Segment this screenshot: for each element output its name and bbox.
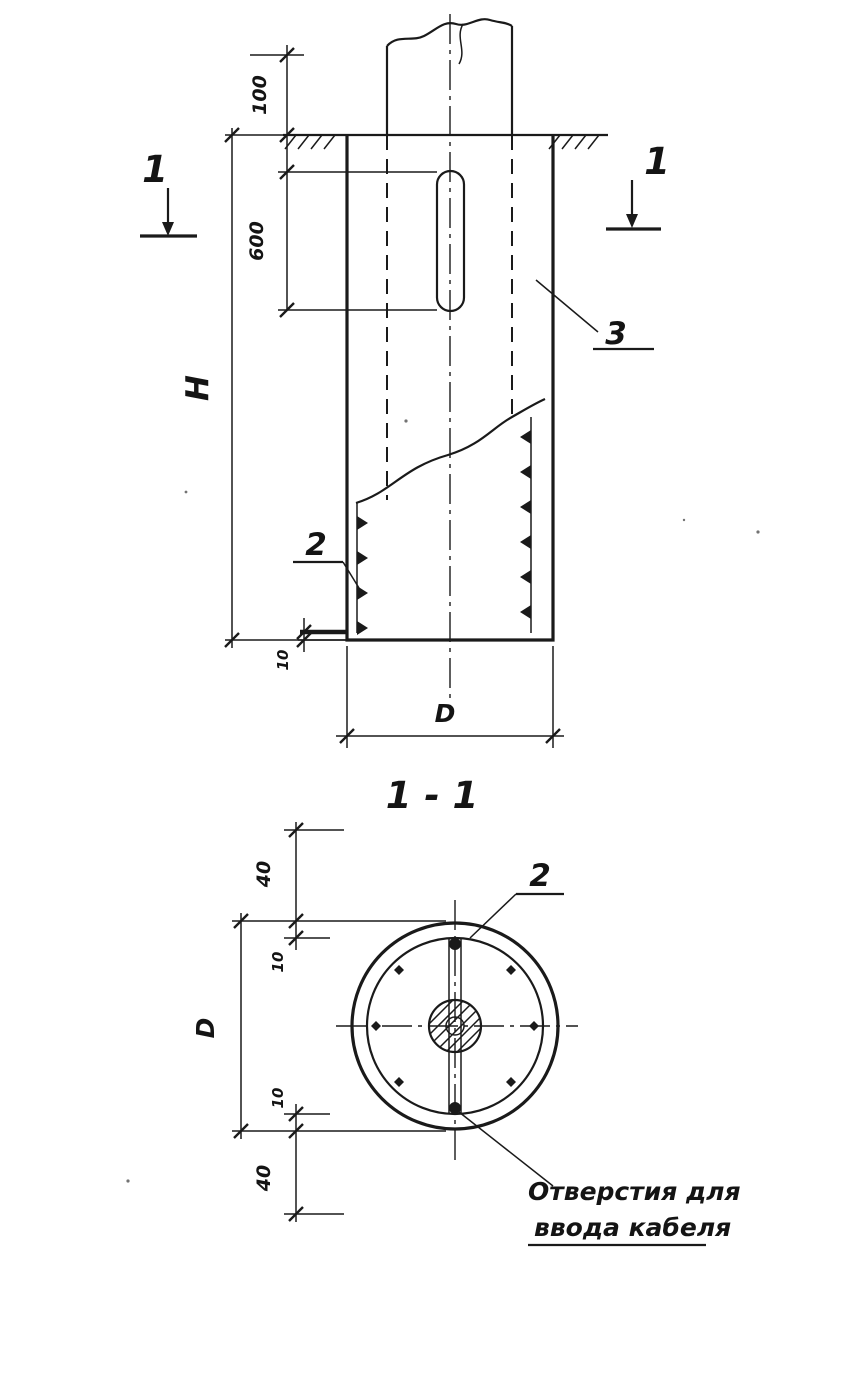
section-mark-left-label: 1	[142, 148, 168, 191]
section-mark-left: 1	[140, 148, 197, 238]
part-label-3-text: 3	[605, 316, 627, 352]
dim-10-top: 10	[269, 930, 330, 973]
rebar-dots	[371, 965, 539, 1087]
callout-text-line2: ввода кабеля	[534, 1213, 731, 1242]
shell-outer-circle	[350, 921, 560, 1131]
dim-40-top-label: 40	[253, 861, 275, 888]
central-pipe-hub	[427, 998, 483, 1054]
section-view-1-1: 1 - 1	[191, 774, 741, 1247]
section-mark-right: 1	[606, 140, 670, 231]
dim-600-label: 600	[246, 221, 268, 261]
cable-hole-bottom	[449, 1102, 461, 1114]
part-label-2-section: 2	[469, 858, 564, 939]
cable-holes-callout: Отверстия для ввода кабеля	[458, 1111, 741, 1247]
break-wave-line	[355, 397, 546, 505]
pole-break-tear	[458, 23, 464, 65]
part-label-2-section-text: 2	[529, 858, 551, 894]
section-mark-right-label: 1	[644, 140, 670, 183]
part-label-2-section-leader	[469, 893, 517, 939]
scan-specks	[126, 419, 760, 1183]
ground-hatch-right	[548, 134, 600, 150]
dim-D-section-label: D	[191, 1018, 220, 1039]
ground-hatch-left	[284, 134, 336, 150]
dim-100-label: 100	[249, 75, 271, 115]
ground-line	[283, 133, 608, 150]
dim-H: H	[180, 127, 347, 648]
dim-10-bottom-wall: 10	[274, 618, 347, 670]
pole-above-ground	[385, 18, 514, 135]
callout-text-line1: Отверстия для	[528, 1177, 741, 1206]
pole-break-line-top	[386, 18, 513, 47]
shell-inner-wall-right	[520, 417, 532, 633]
dim-D-section: D	[191, 913, 446, 1139]
dim-100: 100	[249, 45, 304, 310]
hub-outer-circle	[427, 998, 483, 1054]
part-label-2-leader	[342, 561, 360, 589]
hub-inner-hole	[445, 1016, 465, 1036]
dim-10-bottom: 10	[269, 1088, 330, 1122]
section-mark-right-arrowhead-icon	[626, 214, 638, 228]
dim-40-bottom-label: 40	[253, 1165, 275, 1192]
dim-10-bottom-label: 10	[269, 1088, 287, 1109]
shell-inner-wall-left	[356, 503, 368, 635]
part-label-2-elevation: 2	[293, 527, 360, 589]
dim-10-label: 10	[274, 650, 292, 671]
part-label-3-leader	[535, 279, 599, 333]
dim-10-top-label: 10	[269, 952, 287, 973]
dim-40-top: 40	[253, 822, 344, 950]
callout-leader	[458, 1111, 554, 1187]
section-title: 1 - 1	[386, 774, 479, 817]
dim-D-elevation: D	[336, 646, 564, 748]
section-mark-left-arrowhead-icon	[162, 222, 174, 236]
dim-600: 600	[246, 164, 437, 318]
shell-teeth-left	[357, 516, 368, 635]
elevation-view: 100 600 H 10	[140, 14, 670, 748]
part-label-3: 3	[535, 279, 654, 352]
shell-teeth-right	[520, 430, 531, 619]
dim-40-bottom: 40	[253, 1104, 344, 1222]
cable-hole-top	[449, 938, 461, 950]
dim-H-label: H	[180, 375, 216, 401]
part-label-2-text: 2	[305, 527, 327, 563]
hub-hatching	[428, 999, 482, 1053]
dim-D-label: D	[435, 699, 456, 728]
